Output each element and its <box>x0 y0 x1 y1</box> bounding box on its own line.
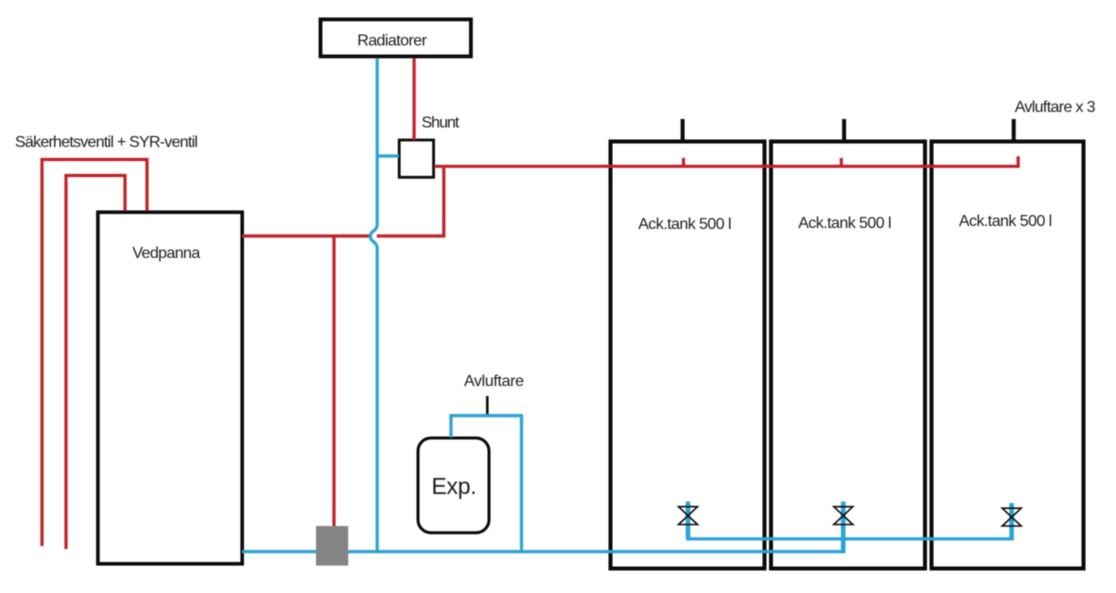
svg-text:Ack.tank 500 l: Ack.tank 500 l <box>638 216 731 233</box>
svg-text:Säkerhetsventil + SYR-ventil: Säkerhetsventil + SYR-ventil <box>15 134 197 151</box>
svg-text:Avluftare x 3: Avluftare x 3 <box>1015 99 1096 116</box>
svg-text:Ack.tank 500 l: Ack.tank 500 l <box>959 213 1052 230</box>
svg-text:Vedpanna: Vedpanna <box>132 245 200 262</box>
svg-text:Avluftare: Avluftare <box>464 373 524 390</box>
svg-text:Exp.: Exp. <box>432 473 477 499</box>
svg-text:Ack.tank 500 l: Ack.tank 500 l <box>798 215 891 232</box>
svg-text:Radiatorer: Radiatorer <box>357 33 427 50</box>
svg-text:Shunt: Shunt <box>422 115 460 132</box>
